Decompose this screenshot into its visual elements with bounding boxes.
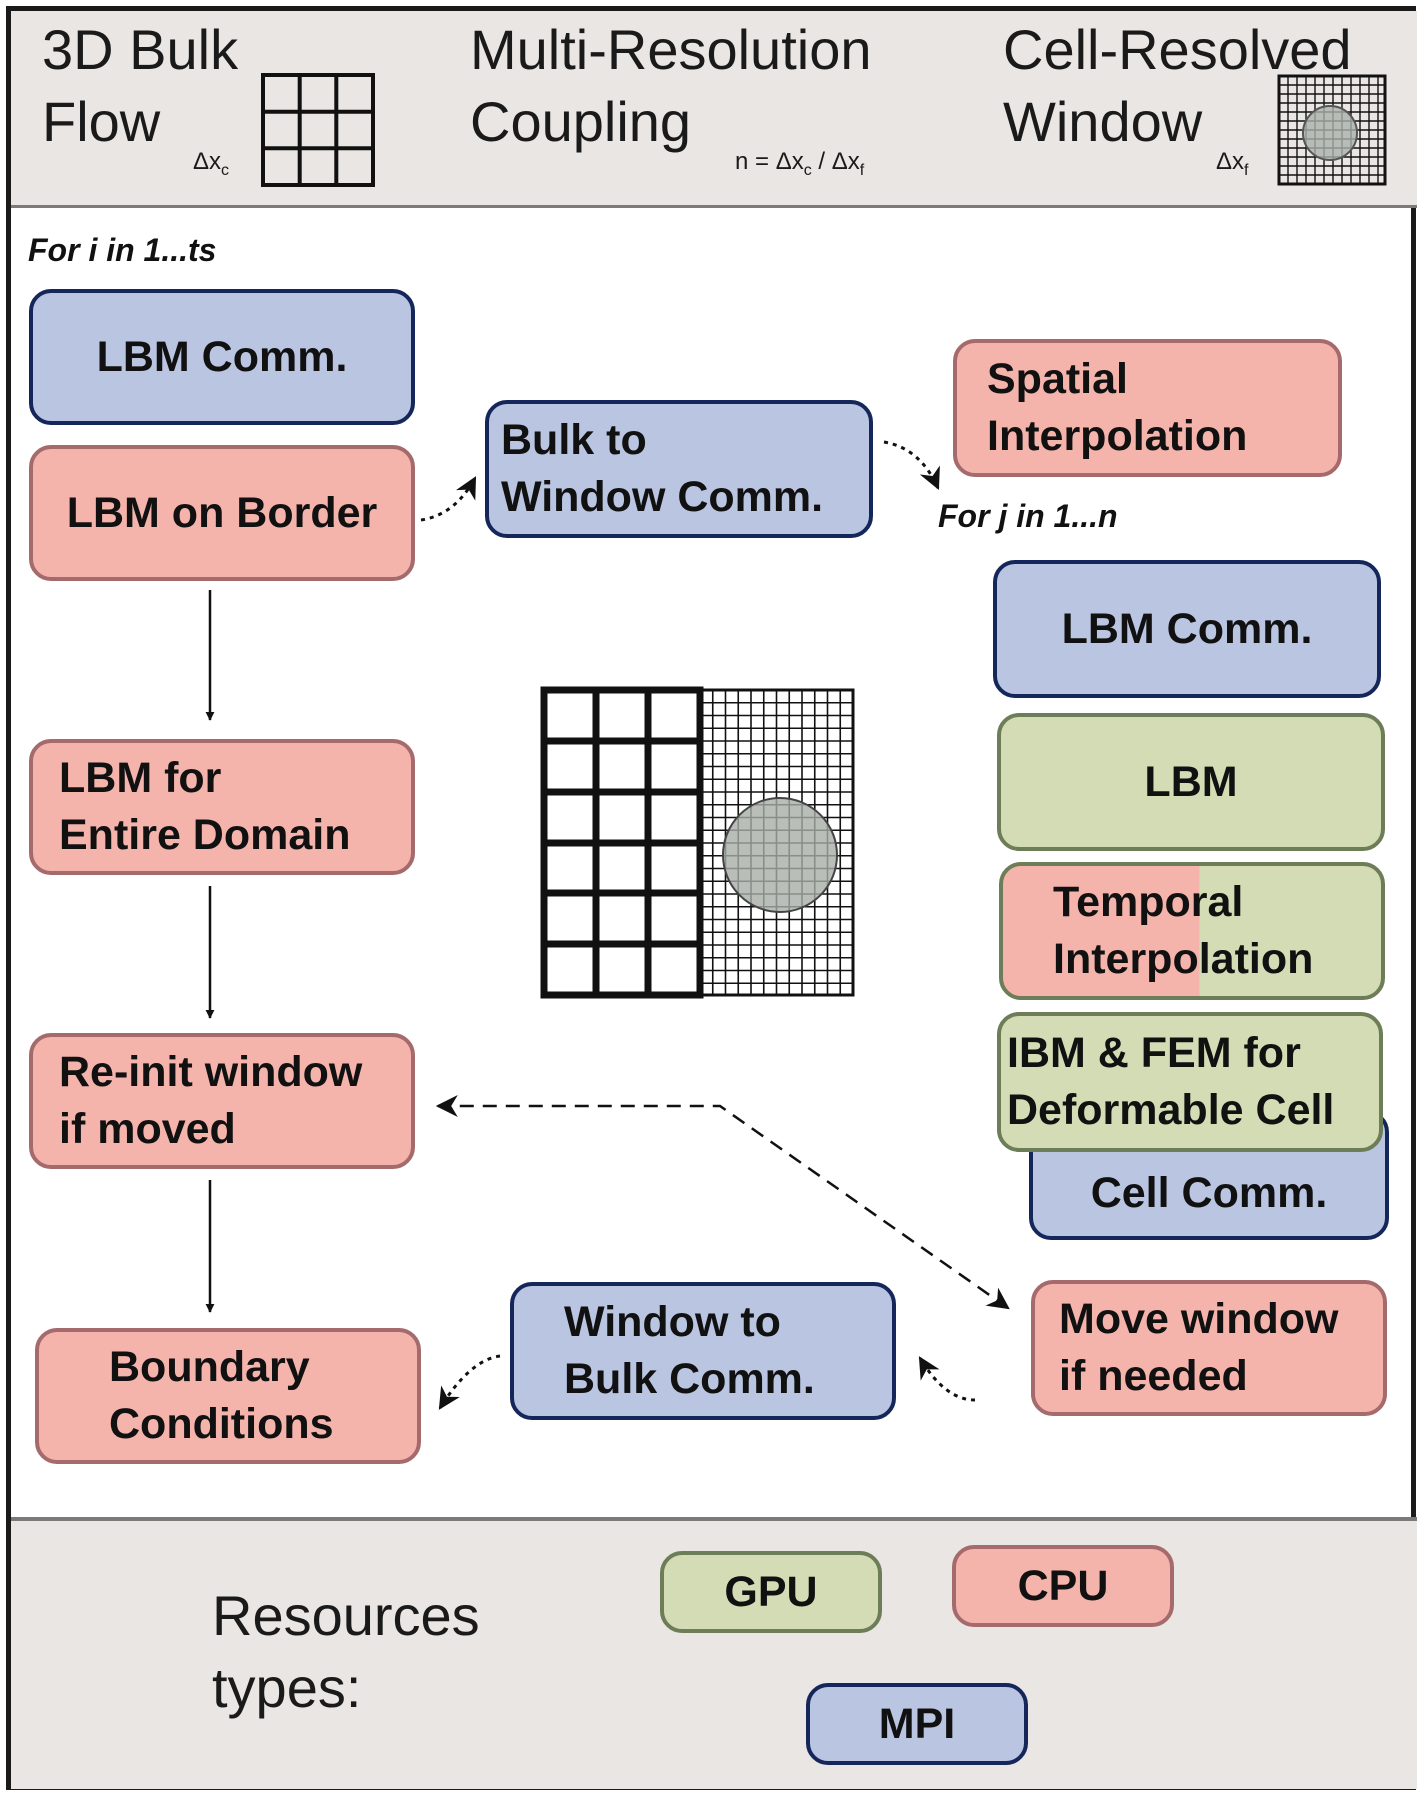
legend-label-line1: Resources [212, 1584, 480, 1647]
lbm-on-border-box: LBM on Border [29, 445, 415, 581]
multiresolution-grid-illustration [540, 686, 855, 999]
bulk-flow-title-line1: 3D Bulk [42, 18, 239, 81]
lbm-comm-inner-box: LBM Comm. [993, 560, 1381, 698]
outer-loop-label: For i in 1...ts [28, 232, 217, 268]
resolution-ratio-label: n = Δxc / Δxf [735, 148, 865, 179]
dashed-flow-arrows [420, 440, 1010, 1410]
coupling-title-line2: Coupling [470, 90, 692, 153]
legend-label-line2: types: [212, 1656, 362, 1719]
window-title-line1: Cell-Resolved [1003, 18, 1352, 81]
lbm-gpu-box: LBM [997, 713, 1385, 851]
legend-cpu-box: CPU [952, 1545, 1174, 1627]
coupling-title-line1: Multi-Resolution [470, 18, 872, 81]
fine-grid-cell-icon [1277, 74, 1387, 186]
inner-loop-label: For j in 1...n [938, 498, 1118, 534]
fine-spacing-label: Δxf [1216, 148, 1249, 179]
header-band [11, 11, 1417, 208]
coarse-grid-icon [261, 73, 375, 187]
window-title-line2: Window [1003, 90, 1203, 153]
lbm-comm-outer-box: LBM Comm. [29, 289, 415, 425]
legend-mpi-box: MPI [806, 1683, 1028, 1765]
coarse-spacing-label: Δxc [193, 148, 230, 179]
bulk-flow-title-line2: Flow [42, 90, 161, 153]
legend-gpu-box: GPU [660, 1551, 882, 1633]
